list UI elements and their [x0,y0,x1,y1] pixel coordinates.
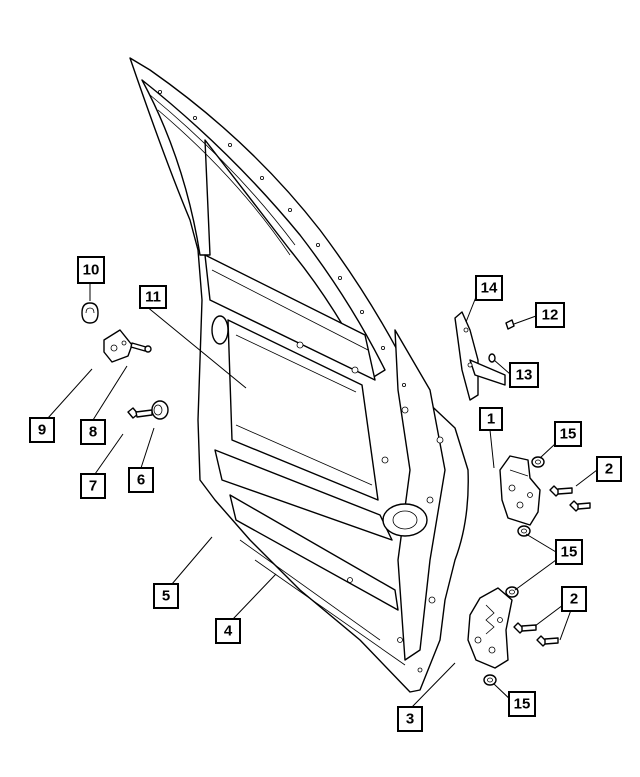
hinge-nuts [483,456,545,686]
upper-hinge [499,455,541,526]
callout-15-bottom-label: 15 [514,696,531,713]
bolt-part [127,407,153,419]
callout-6: 6 [128,467,154,493]
callout-6-label: 6 [137,472,145,489]
screw-part [130,342,152,353]
callout-15-top-label: 15 [560,426,577,443]
callout-11: 11 [139,285,167,309]
callout-13: 13 [509,362,539,388]
callout-4-label: 4 [224,623,233,640]
callout-9-label: 9 [38,422,46,439]
door-shell [129,57,469,693]
callout-2-upper: 2 [596,456,622,482]
callout-15-bottom: 15 [508,691,536,717]
callout-11-label: 11 [145,289,161,306]
callout-10: 10 [77,256,105,284]
callout-5-label: 5 [162,588,170,605]
callout-4: 4 [215,618,241,644]
callout-2-lower: 2 [561,586,587,612]
callout-3: 3 [397,706,423,732]
callout-5: 5 [153,583,179,609]
callout-8: 8 [80,419,106,445]
callout-14: 14 [475,275,503,301]
callout-7: 7 [80,473,106,499]
leader-lines [47,283,598,708]
small-nut-part [488,353,496,363]
callout-15-top: 15 [554,421,582,447]
callout-2-lower-label: 2 [570,591,578,608]
bumper-part [151,400,169,420]
callout-12-label: 12 [542,307,559,324]
callout-12: 12 [535,302,565,328]
callout-8-label: 8 [89,424,97,441]
callout-7-label: 7 [89,478,97,495]
callout-15-middle-label: 15 [561,544,578,561]
hinge-bolts [513,485,591,647]
clip-part [81,302,99,324]
callout-1: 1 [479,407,503,431]
callout-10-label: 10 [83,262,100,279]
lower-hinge [467,587,513,669]
callout-9: 9 [29,417,55,443]
small-clip-part [505,319,515,330]
callout-14-label: 14 [481,280,498,297]
bracket-part [454,311,506,401]
callout-3-label: 3 [406,711,414,728]
callout-2-upper-label: 2 [605,461,613,478]
door-check-bracket [103,329,133,363]
callout-13-label: 13 [516,367,533,384]
callout-1-label: 1 [487,411,495,428]
callout-15-middle: 15 [555,539,583,565]
